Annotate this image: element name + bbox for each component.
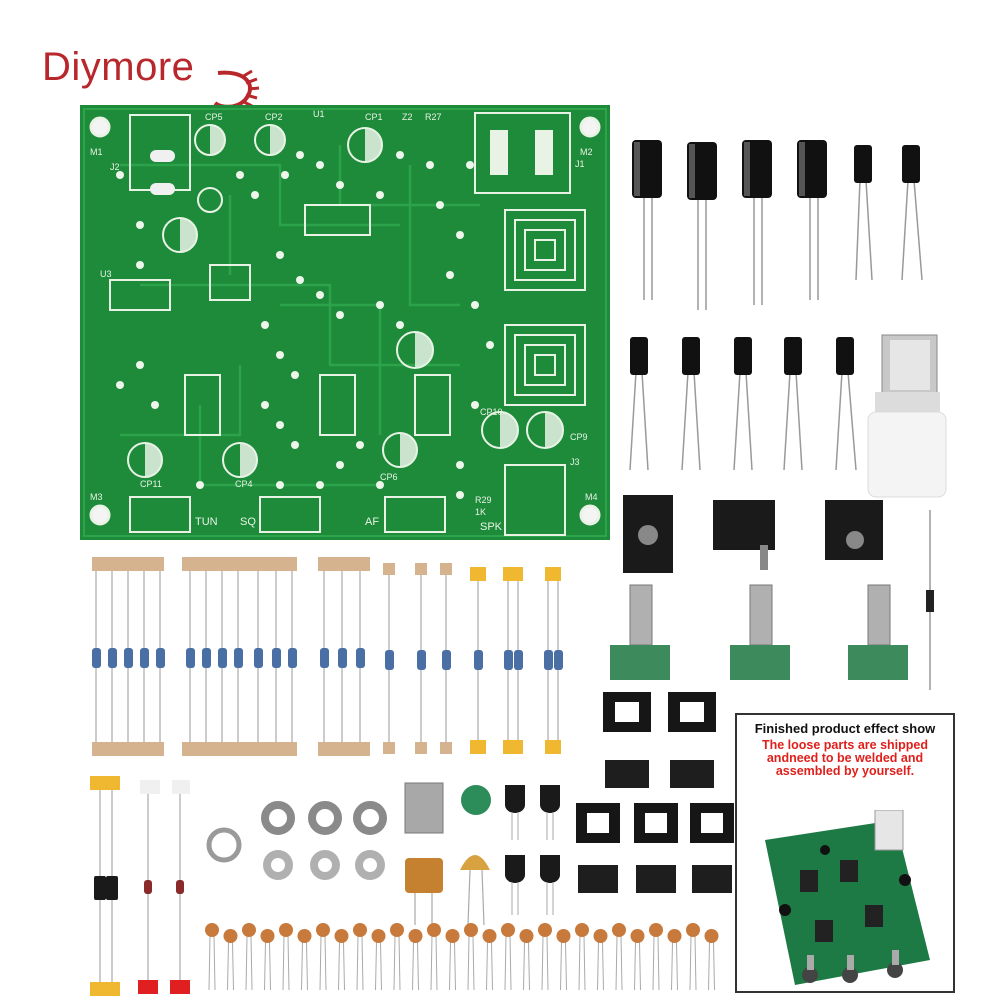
svg-text:M1: M1 bbox=[90, 147, 103, 157]
finished-product-photo bbox=[765, 810, 930, 985]
svg-text:M4: M4 bbox=[585, 492, 598, 502]
svg-text:AF: AF bbox=[365, 516, 379, 528]
ceramic-capacitor bbox=[593, 929, 608, 943]
svg-text:J2: J2 bbox=[110, 162, 120, 172]
ceramic-capacitor bbox=[316, 923, 330, 937]
ceramic-capacitor bbox=[427, 923, 441, 937]
ceramic-capacitor bbox=[445, 929, 460, 943]
ceramic-capacitor bbox=[205, 923, 219, 937]
ceramic-capacitor bbox=[279, 923, 293, 937]
ceramic-capacitor bbox=[297, 929, 312, 943]
effect-note-line-2: andneed to be welded and bbox=[766, 751, 924, 765]
svg-text:CP1: CP1 bbox=[365, 112, 383, 122]
svg-text:CP6: CP6 bbox=[380, 472, 398, 482]
ceramic-capacitor bbox=[538, 923, 552, 937]
ceramic-capacitor bbox=[630, 929, 645, 943]
ceramic-capacitor bbox=[353, 923, 367, 937]
ceramic-capacitor bbox=[408, 929, 423, 943]
svg-text:TUN: TUN bbox=[195, 516, 218, 528]
ceramic-capacitor bbox=[260, 929, 275, 943]
svg-text:M3: M3 bbox=[90, 492, 103, 502]
effect-panel-title: Finished product effect show bbox=[754, 721, 936, 736]
electrolytic-caps-large bbox=[632, 140, 827, 310]
ceramic-capacitor bbox=[371, 929, 386, 943]
brand-logo: Diymore bbox=[42, 45, 195, 89]
svg-text:CP11: CP11 bbox=[140, 479, 162, 489]
svg-text:R29: R29 bbox=[475, 495, 492, 505]
svg-text:M2: M2 bbox=[580, 147, 593, 157]
ceramic-capacitor bbox=[464, 923, 478, 937]
svg-text:1K: 1K bbox=[475, 507, 486, 517]
svg-text:CP9: CP9 bbox=[570, 432, 588, 442]
svg-text:CP4: CP4 bbox=[235, 479, 253, 489]
svg-text:CP2: CP2 bbox=[265, 112, 283, 122]
ceramic-capacitor bbox=[649, 923, 663, 937]
effect-note-line-3: assembled by yourself. bbox=[775, 764, 915, 778]
ceramic-capacitor bbox=[482, 929, 497, 943]
svg-text:J3: J3 bbox=[570, 457, 580, 467]
ceramic-capacitor bbox=[704, 929, 719, 943]
svg-text:SQ: SQ bbox=[240, 516, 256, 528]
ceramic-capacitor bbox=[390, 923, 404, 937]
ceramic-capacitor bbox=[501, 923, 515, 937]
svg-text:U3: U3 bbox=[100, 269, 112, 279]
svg-text:CP10: CP10 bbox=[480, 407, 503, 417]
ceramic-capacitor bbox=[242, 923, 256, 937]
ceramic-capacitor bbox=[334, 929, 349, 943]
bnc-connector bbox=[867, 334, 947, 498]
ceramic-capacitor bbox=[556, 929, 571, 943]
svg-text:CP5: CP5 bbox=[205, 112, 223, 122]
svg-text:J1: J1 bbox=[575, 159, 585, 169]
ceramic-capacitor bbox=[223, 929, 238, 943]
ceramic-capacitor bbox=[575, 923, 589, 937]
effect-panel-note: The loose parts are shipped andneed to b… bbox=[737, 739, 953, 778]
svg-text:Z2: Z2 bbox=[402, 112, 413, 122]
ceramic-capacitor bbox=[686, 923, 700, 937]
ceramic-capacitor bbox=[519, 929, 534, 943]
svg-text:R27: R27 bbox=[425, 112, 442, 122]
ceramic-capacitor bbox=[667, 929, 682, 943]
effect-note-line-1: The loose parts are shipped bbox=[761, 738, 928, 752]
svg-text:SPK: SPK bbox=[480, 521, 503, 533]
ceramic-capacitor bbox=[612, 923, 626, 937]
finished-product-panel: Finished product effect show The loose p… bbox=[735, 713, 955, 993]
svg-text:U1: U1 bbox=[313, 109, 325, 119]
